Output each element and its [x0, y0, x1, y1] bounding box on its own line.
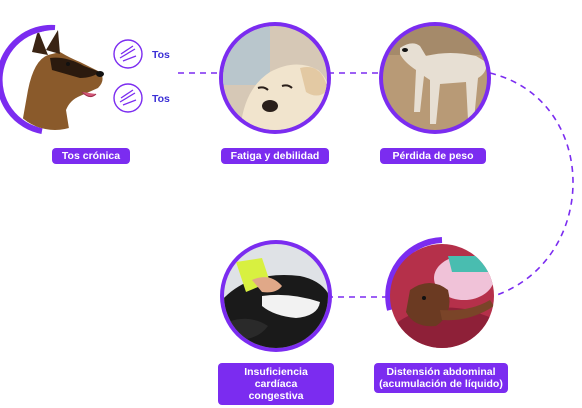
cough-badge-1-label: Tos: [152, 49, 170, 61]
step-4-image: [385, 237, 494, 348]
step-1-label: Tos crónica: [52, 148, 130, 164]
step-5-image: [220, 240, 332, 352]
step-3-label: Pérdida de peso: [380, 148, 486, 164]
step-3-image: [379, 22, 491, 134]
cough-icon: [113, 83, 143, 113]
step-5-label: Insuficiencia cardíaca congestiva: [218, 363, 334, 405]
step-4-label: Distensión abdominal (acumulación de líq…: [374, 363, 508, 393]
cough-icon: [113, 39, 143, 69]
cough-badge-2-label: Tos: [152, 93, 170, 105]
step-2-label: Fatiga y debilidad: [221, 148, 329, 164]
step-1-image: [0, 24, 105, 134]
connector-lines: [178, 72, 574, 298]
connector-3-4: [489, 72, 574, 297]
step-2-image: [219, 22, 331, 134]
